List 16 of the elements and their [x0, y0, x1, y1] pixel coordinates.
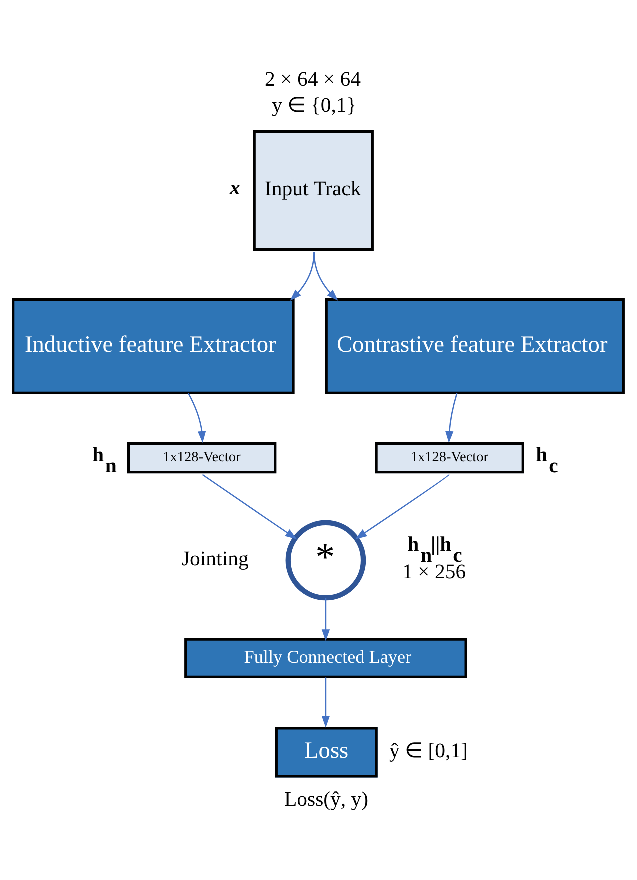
- arrow: [355, 474, 450, 539]
- node-box: Inductive feature Extractor: [12, 298, 295, 394]
- node-label: Jointing: [182, 548, 249, 570]
- node-label: ŷ ∈ [0,1]: [390, 740, 468, 762]
- arrow: [446, 392, 458, 443]
- arrow: [322, 677, 330, 728]
- arrow: [188, 392, 206, 443]
- arrow: [202, 474, 298, 540]
- node-label: 2 × 64 × 64: [264, 68, 362, 91]
- node-box: Contrastive feature Extractor: [325, 298, 625, 394]
- node-label: x: [230, 176, 240, 199]
- node-label: y ∈ {0,1}: [272, 94, 357, 117]
- node-label: Loss(ŷ, y): [284, 788, 369, 811]
- arrow: [322, 598, 330, 641]
- arrow: [314, 252, 338, 300]
- node-box: Fully Connected Layer: [184, 638, 468, 678]
